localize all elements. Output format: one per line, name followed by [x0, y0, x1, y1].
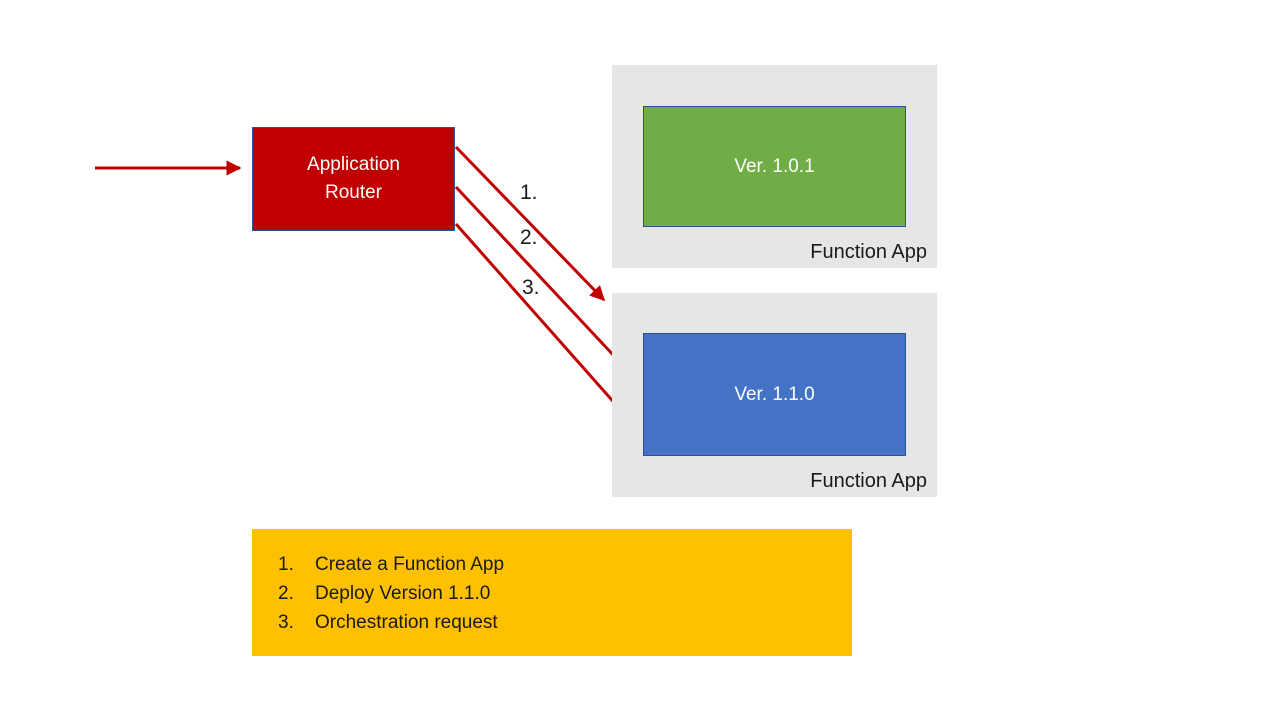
legend-item-3-number: 3.: [278, 611, 294, 633]
legend-item-1: 1. Create a Function App: [252, 550, 852, 579]
legend-item-2-text: Deploy Version 1.1.0: [315, 582, 491, 604]
legend-item-1-text: Create a Function App: [315, 553, 505, 575]
function-app-container-1: Ver. 1.0.1 Function App: [612, 65, 937, 268]
arrow-label-1: 1.: [520, 181, 538, 204]
legend-item-3-text: Orchestration request: [315, 611, 498, 633]
arrow-label-3: 3.: [522, 276, 540, 299]
legend-item-3: 3. Orchestration request: [252, 608, 852, 637]
version-box-1-0-1: Ver. 1.0.1: [643, 106, 906, 227]
function-app-label-1: Function App: [810, 241, 927, 263]
arrow-3-orchestration-request: [454, 223, 636, 427]
version-box-1-1-0: Ver. 1.1.0: [643, 333, 906, 456]
application-router-label: Application Router: [307, 154, 400, 203]
legend-item-1-number: 1.: [278, 553, 294, 575]
legend-item-2: 2. Deploy Version 1.1.0: [252, 579, 852, 608]
arrow-2-deploy-version: [454, 185, 633, 376]
legend-item-2-number: 2.: [278, 582, 294, 604]
arrow-label-2: 2.: [520, 226, 538, 249]
application-router-box: Application Router: [252, 127, 455, 231]
function-app-label-2: Function App: [810, 470, 927, 492]
function-app-container-2: Ver. 1.1.0 Function App: [612, 293, 937, 497]
version-label-1-1-0: Ver. 1.1.0: [734, 383, 815, 405]
version-label-1-0-1: Ver. 1.0.1: [734, 155, 815, 177]
legend-box: 1. Create a Function App 2. Deploy Versi…: [252, 529, 852, 656]
